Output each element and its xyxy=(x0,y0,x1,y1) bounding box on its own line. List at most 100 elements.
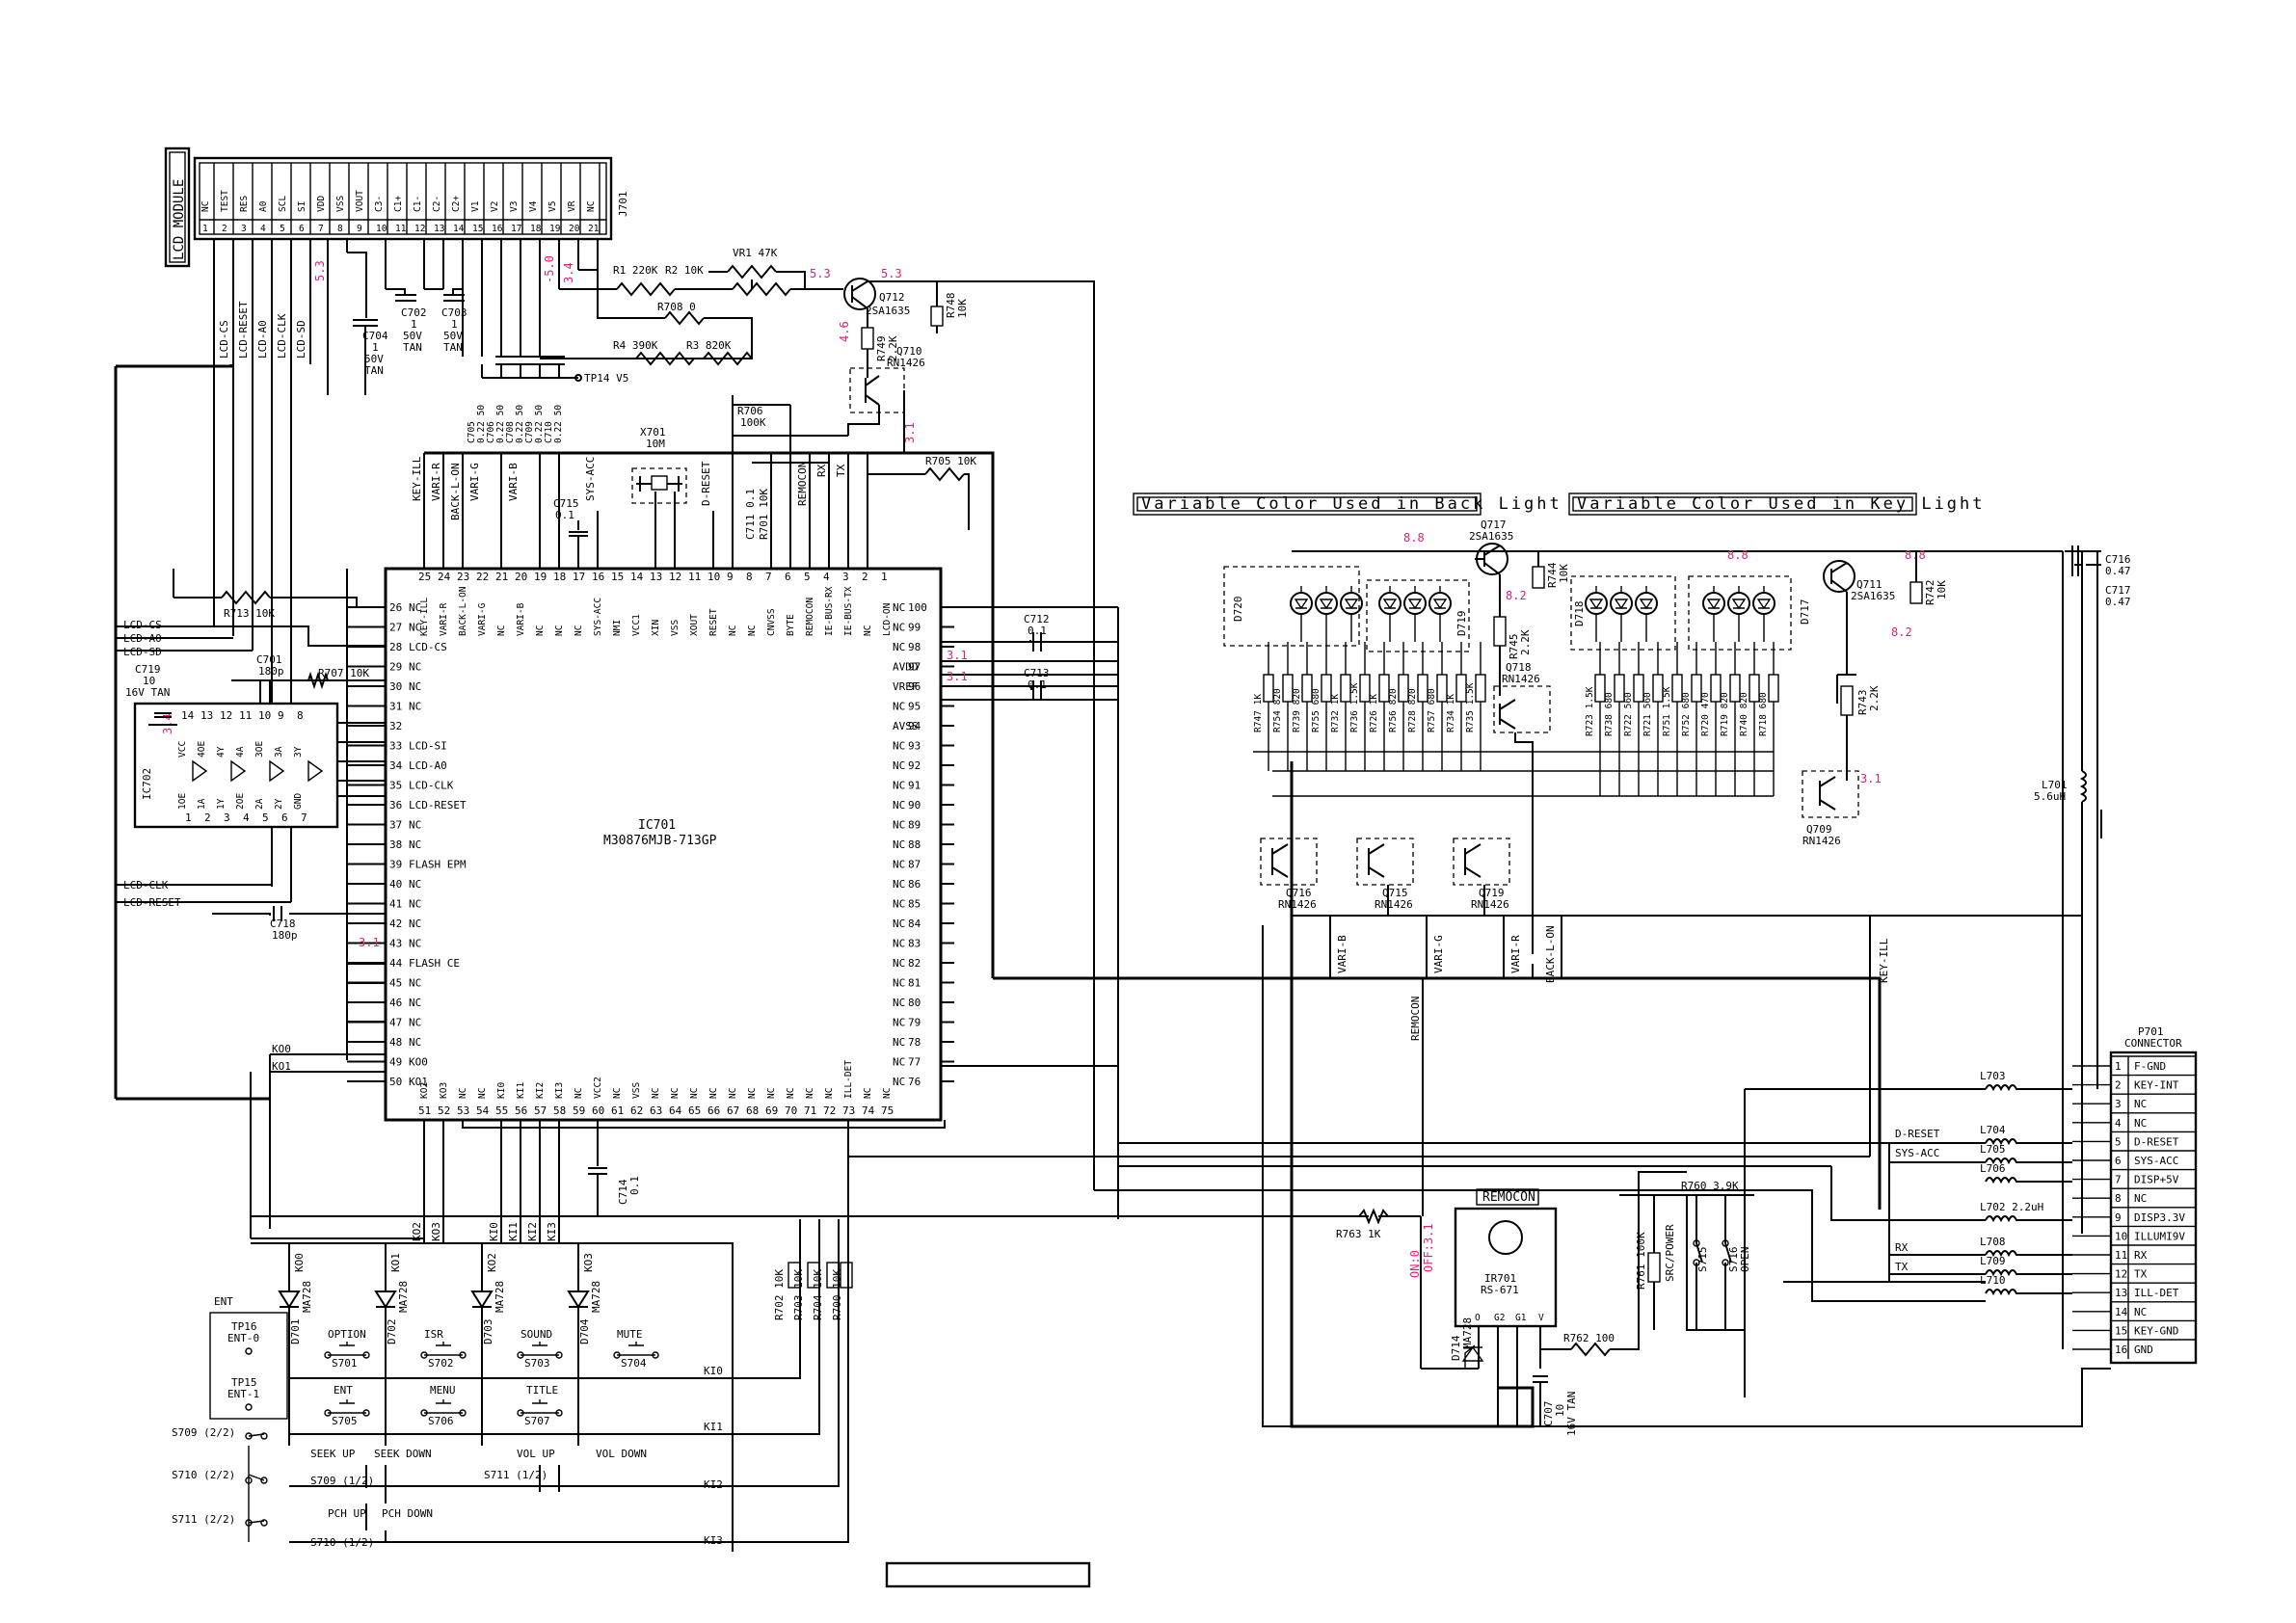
l701-label: L701 xyxy=(2042,779,2068,791)
v-34: 3.4 xyxy=(562,262,575,283)
ic701-bottom-pin-signal: KI2 xyxy=(535,1082,546,1099)
diode-4-net: KO3 xyxy=(582,1253,595,1272)
led-resistor-label: R723 1.5K xyxy=(1585,686,1595,736)
lcd-pin-signal: V2 xyxy=(490,201,500,212)
ic701-right-pin-number: 100 xyxy=(908,601,927,614)
s709-a: S709 (1/2) xyxy=(310,1475,374,1487)
net-tx: TX xyxy=(1895,1261,1909,1273)
ic701-right-pin-number: 83 xyxy=(908,938,921,950)
ic702-pin-label: 1OE xyxy=(177,793,188,810)
lcd-module-ref: J701 xyxy=(617,192,629,218)
led-resistor-label: R747 1K xyxy=(1253,694,1264,732)
q709-label: Q709 xyxy=(1806,823,1832,836)
c717-label: C717 xyxy=(2105,584,2131,597)
q717-type: 2SA1635 xyxy=(1469,530,1513,543)
c706-value: 0.22 50 xyxy=(495,405,506,443)
ic701-bottom-pin-signal: KO2 xyxy=(419,1082,430,1099)
ic701-top-pin-number: 25 xyxy=(418,571,431,583)
ic701-top-pin-number: 3 xyxy=(842,571,849,583)
lcd-signal-reset: LCD-RESET xyxy=(237,301,250,359)
c704-label: C704 xyxy=(362,330,388,342)
r761-label: R761 100K xyxy=(1635,1232,1647,1290)
ic702-pin-top: 11 xyxy=(239,709,252,722)
diode-4-ref: D704 xyxy=(578,1318,591,1344)
ic701-top-pin-signal: NC xyxy=(863,625,873,636)
led-diode xyxy=(1340,592,1363,615)
ic701-bottom-pin-number: 71 xyxy=(804,1104,816,1117)
led-resistor-label: R752 680 xyxy=(1681,692,1692,736)
tp14-label: TP14 V5 xyxy=(584,372,628,385)
c709-value: 0.22 50 xyxy=(534,405,545,443)
ic701-bottom-pin-number: 57 xyxy=(534,1104,547,1117)
lcd-pin-signal: C1+ xyxy=(393,196,404,212)
ic701-bottom-pin-signal: VCC2 xyxy=(593,1077,603,1099)
r713-label: R713 10K xyxy=(224,607,275,620)
ic701-right-pin-number: 99 xyxy=(908,622,921,634)
led-resistor-label: R734 1K xyxy=(1446,694,1456,732)
d714-type: MA728 xyxy=(1461,1317,1474,1349)
ic701-bottom-pins: 51KO252KO353NC54NC55KI056KI157KI258KI359… xyxy=(418,1060,894,1117)
led-diode xyxy=(1585,592,1608,615)
r700-label: R700 10K xyxy=(831,1269,843,1320)
led-diode-symbol xyxy=(1706,586,1722,642)
c702-label: C702 xyxy=(401,306,427,319)
key-switch-ref: S701 xyxy=(332,1357,358,1370)
key-button-label: ISR xyxy=(424,1328,443,1341)
lcd-pin-number: 6 xyxy=(299,224,305,234)
d719-label: D719 xyxy=(1455,611,1468,637)
v-46: 4.6 xyxy=(838,321,851,342)
v-31c: 3.1 xyxy=(947,649,968,662)
ic701-left-pin-number: 29 xyxy=(389,661,402,674)
led-diode-symbol xyxy=(1344,586,1359,642)
tp15-net: ENT-1 xyxy=(227,1388,259,1400)
r708-label: R708 0 xyxy=(657,301,696,313)
lcd-pin-signal: A0 xyxy=(258,200,269,212)
ic701-bottom-pin-signal: NC xyxy=(824,1088,835,1099)
connector-pin-number: 8 xyxy=(2115,1192,2122,1205)
lcd-pin-signal: NC xyxy=(200,201,211,212)
ic701-top-pin-number: 4 xyxy=(823,571,830,583)
ic701-label: IC701 xyxy=(638,818,676,833)
key-button-label: MUTE xyxy=(617,1328,643,1341)
c701-label: C701 xyxy=(256,653,282,666)
ic701-right-pin-number: 80 xyxy=(908,997,921,1009)
q718-type: RN1426 xyxy=(1502,673,1540,685)
ic701-right-pin-signal: NC xyxy=(893,898,905,911)
led-resistor-label: R736 1.5K xyxy=(1349,682,1360,732)
ic701-bottom-pin-signal: NC xyxy=(651,1088,661,1099)
connector-pin-signal: NC xyxy=(2134,1306,2147,1318)
diode-1-ref: D701 xyxy=(289,1319,302,1345)
ic701-left-pin-number: 34 xyxy=(389,759,403,772)
c715-value: 0.1 xyxy=(555,509,574,521)
connector-coil-label: L704 xyxy=(1980,1124,2006,1136)
r706-value: 100K xyxy=(740,416,766,429)
lcd-pin-number: 20 xyxy=(569,224,580,234)
ic701-right-pin-signal: NC xyxy=(893,838,905,851)
connector-coil-label: L706 xyxy=(1980,1162,2006,1175)
ic701-left-pin-number: 30 xyxy=(389,680,402,693)
p701-title: CONNECTOR xyxy=(2124,1037,2182,1050)
led-diode xyxy=(1378,592,1402,615)
key-switch xyxy=(328,1342,366,1356)
ic701-top-pin-number: 8 xyxy=(746,571,753,583)
ic701-top-pin-number: 15 xyxy=(611,571,624,583)
led-resistor-label: R732 1K xyxy=(1330,694,1341,732)
v-82a: 8.2 xyxy=(1506,589,1527,602)
key-switch-contact xyxy=(652,1351,659,1359)
c713-value: 0.1 xyxy=(1028,678,1047,691)
r762-label: R762 100 xyxy=(1563,1332,1615,1344)
c716-value: 0.47 xyxy=(2105,565,2131,577)
ent-label: ENT xyxy=(214,1295,233,1308)
bias-network: R1 220K R2 10K VR1 47K R708 0 R4 390K R3… xyxy=(540,239,902,366)
key-switch-ref: S707 xyxy=(524,1415,550,1427)
ic701-top-pin-number: 2 xyxy=(862,571,868,583)
v-31b: 3.1 xyxy=(359,936,380,949)
ic701-right-pin-number: 76 xyxy=(908,1076,921,1088)
v-50: -5.0 xyxy=(543,255,556,283)
ic701-left-pin-signal: NC xyxy=(409,1017,421,1029)
c708-value: 0.22 50 xyxy=(515,405,525,443)
q710-label: Q710 xyxy=(896,345,922,358)
lcd-pin-signal: C1- xyxy=(413,196,423,212)
